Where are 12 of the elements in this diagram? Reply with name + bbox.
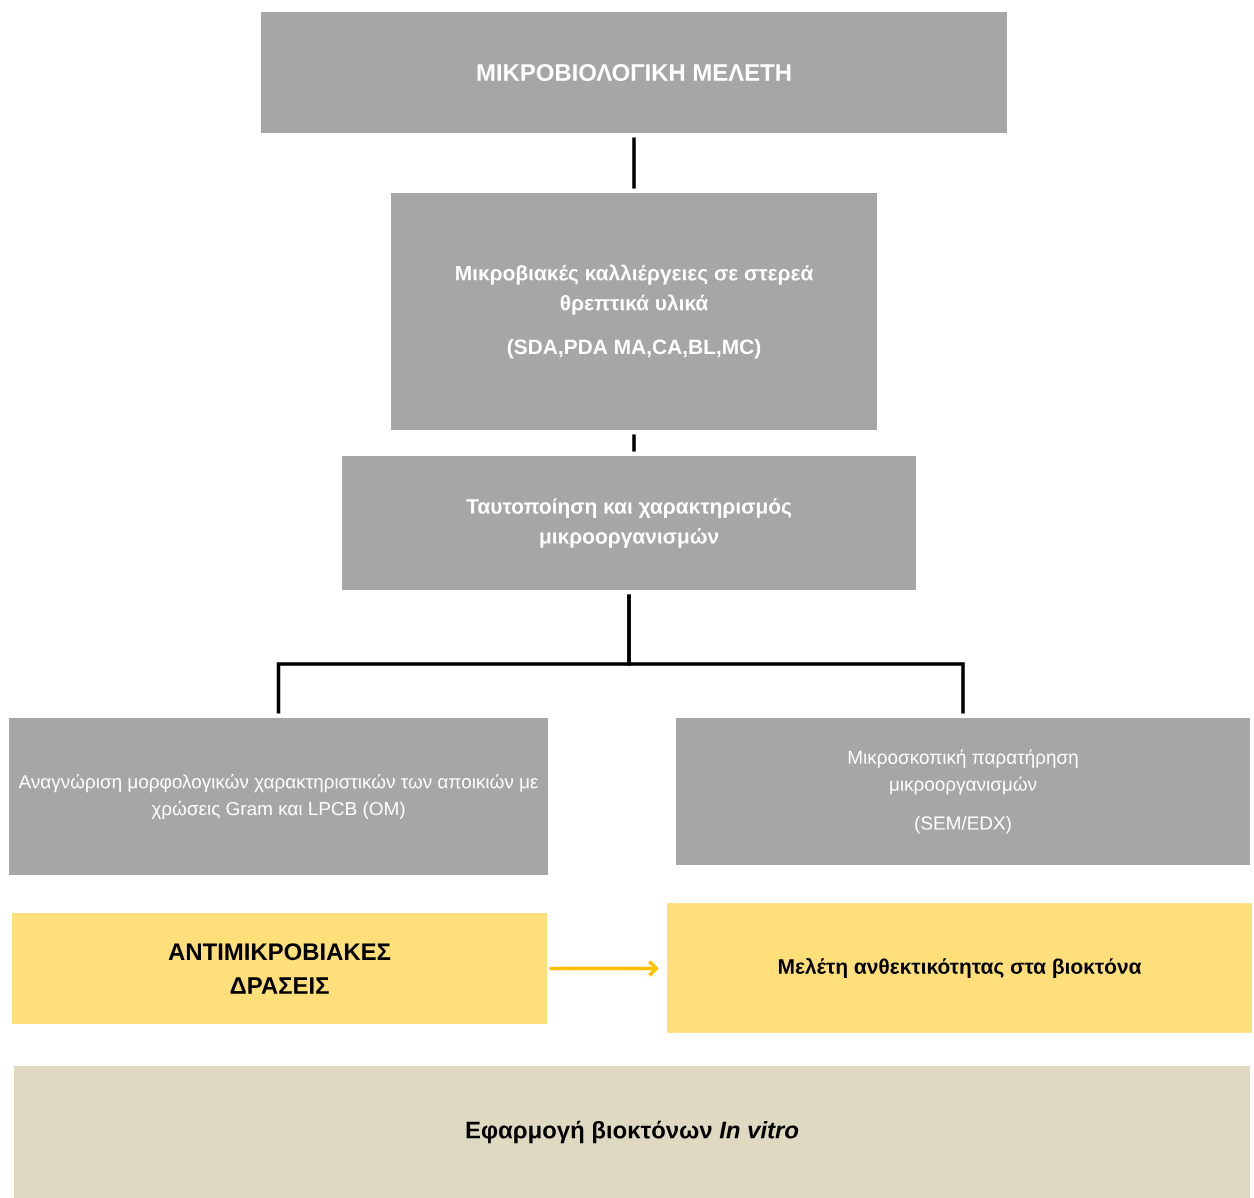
highlight-box: ΑΝΤΙΜΙΚΡΟΒΙΑΚΕΣ ΔΡΑΣΕΙΣ — [12, 913, 547, 1024]
process-box: Ταυτοποίηση και χαρακτηρισμός μικροοργανισμών — [342, 456, 916, 590]
process-box: Μικροσκοπική παρατήρηση μικροοργανισμών (SEM/EDX) — [676, 718, 1250, 865]
connector — [549, 960, 659, 977]
connector — [632, 434, 636, 452]
process-box: Μικροβιακές καλλιέργειες σε στερεά θρεπτικά υλικά (SDA,PDA MA,CA,BL,MC) — [391, 193, 877, 430]
title-box: ΜΙΚΡΟΒΙΟΛΟΓΙΚΗ ΜΕΛΕΤΗ — [261, 12, 1007, 133]
highlight-box: Μελέτη ανθεκτικότητας στα βιοκτόνα — [667, 903, 1252, 1033]
process-box: Αναγνώριση μορφολογικών χαρακτηριστικών των αποικιών με χρώσεις Gram και LPCB (OM) — [9, 718, 548, 875]
result-band: Εφαρμογή βιοκτόνων In vitro — [14, 1066, 1250, 1198]
connector — [627, 594, 965, 714]
connector — [632, 137, 636, 189]
